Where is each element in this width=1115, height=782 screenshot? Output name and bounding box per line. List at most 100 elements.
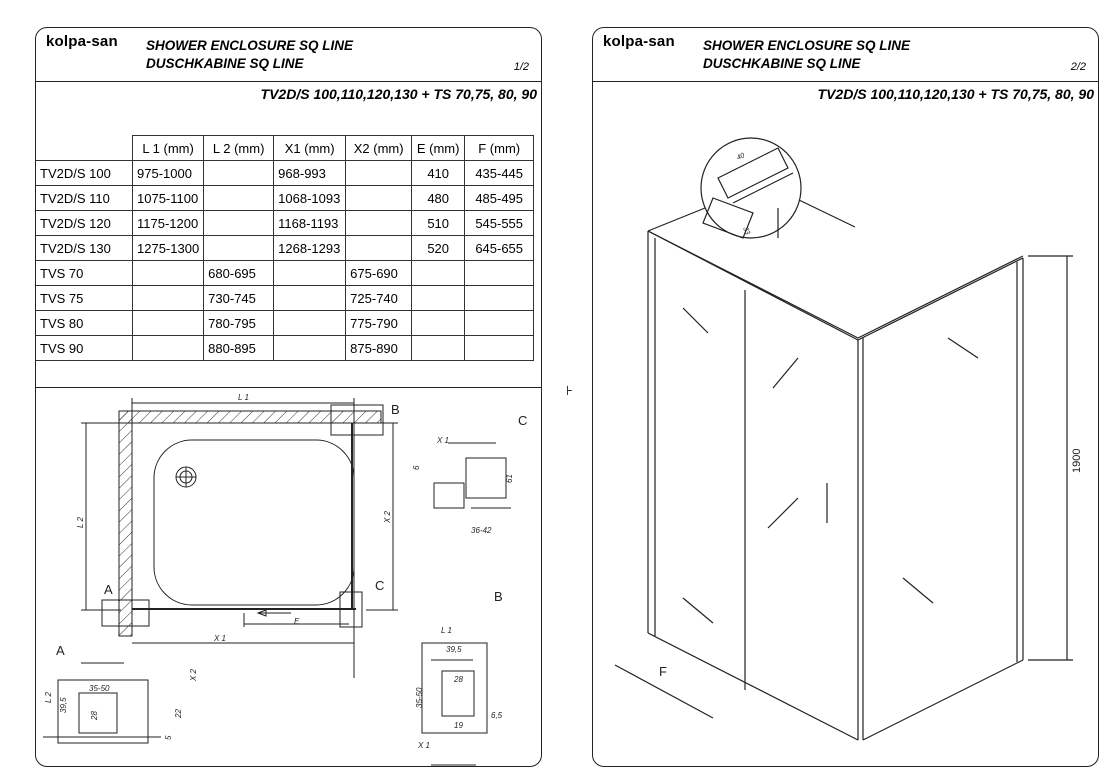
table-cell: 725-740	[345, 285, 413, 311]
table-cell	[131, 285, 205, 311]
table-cell	[464, 285, 535, 311]
table-cell	[273, 310, 347, 336]
table-cell	[411, 285, 466, 311]
c-x1: X 1	[436, 436, 449, 445]
label-a-detail: A	[56, 643, 65, 658]
a-22: 22	[174, 709, 183, 719]
model-name-cell: TVS 70	[36, 260, 133, 286]
table-header: X2 (mm)	[345, 135, 413, 161]
model-title: TV2D/S 100,110,120,130 + TS 70,75, 80, 9…	[260, 86, 537, 102]
table-cell	[464, 260, 535, 286]
b-28: 28	[453, 675, 463, 684]
header-divider	[593, 81, 1098, 82]
table-divider	[36, 387, 541, 388]
model-title: TV2D/S 100,110,120,130 + TS 70,75, 80, 9…	[817, 86, 1094, 102]
table-header-row: L 1 (mm) L 2 (mm) X1 (mm) X2 (mm) E (mm)…	[36, 135, 535, 161]
table-cell	[131, 335, 205, 361]
b-l1: L 1	[441, 626, 452, 635]
table-cell: 780-795	[203, 310, 275, 336]
table-header: F (mm)	[464, 135, 535, 161]
c-36-42: 36-42	[471, 526, 492, 535]
title-english: SHOWER ENCLOSURE SQ LINE	[703, 38, 911, 53]
title-german: DUSCHKABINE SQ LINE	[146, 56, 304, 71]
table-cell	[464, 310, 535, 336]
dim-40: 40	[736, 152, 746, 162]
label-a: A	[104, 582, 113, 597]
a-39-5: 39,5	[59, 697, 68, 713]
model-name-cell: TVS 75	[36, 285, 133, 311]
table-cell: 775-790	[345, 310, 413, 336]
table-row: TVS 90 880-895 875-890	[36, 335, 535, 361]
dim-x1: X 1	[213, 634, 226, 643]
model-name-cell: TVS 90	[36, 335, 133, 361]
table-cell: 545-555	[464, 210, 535, 236]
plan-view	[43, 398, 511, 766]
table-header: E (mm)	[411, 135, 466, 161]
dim-e: E	[294, 617, 300, 626]
table-cell: 510	[411, 210, 466, 236]
table-cell: 1175-1200	[131, 210, 205, 236]
title-german: DUSCHKABINE SQ LINE	[703, 56, 861, 71]
page-number: 1/2	[513, 61, 529, 73]
dim-l1: L 1	[238, 393, 249, 402]
table-row: TVS 70 680-695 675-690	[36, 260, 535, 286]
dim-f: F	[659, 664, 667, 679]
b-6-5: 6,5	[491, 711, 503, 720]
table-cell: 675-690	[345, 260, 413, 286]
table-cell	[345, 160, 413, 186]
label-c: C	[375, 578, 384, 593]
model-name-cell: TV2D/S 120	[36, 210, 133, 236]
table-cell	[273, 335, 347, 361]
sheet-page-2: kolpa-san SHOWER ENCLOSURE SQ LINE DUSCH…	[592, 27, 1099, 767]
table-header: L 1 (mm)	[131, 135, 205, 161]
b-35-50: 35-50	[415, 687, 424, 708]
table-header: X1 (mm)	[273, 135, 347, 161]
a-5: 5	[164, 735, 173, 740]
table-cell	[464, 335, 535, 361]
table-cell: 1275-1300	[131, 235, 205, 261]
table-cell	[203, 185, 275, 211]
model-name-cell: TV2D/S 110	[36, 185, 133, 211]
table-cell: 1075-1100	[131, 185, 205, 211]
label-b-detail: B	[494, 589, 503, 604]
b-19: 19	[454, 721, 463, 730]
table-cell: 1268-1293	[273, 235, 347, 261]
table-cell: 435-445	[464, 160, 535, 186]
table-header: L 2 (mm)	[203, 135, 275, 161]
header-divider	[36, 81, 541, 82]
isometric-view: 40 33 F 1900	[614, 137, 1083, 741]
table-cell	[131, 260, 205, 286]
a-l2: L 2	[44, 691, 53, 703]
table-cell: 975-1000	[131, 160, 205, 186]
table-cell: 875-890	[345, 335, 413, 361]
brand-logo: kolpa-san	[46, 33, 118, 50]
table-cell: 1168-1193	[273, 210, 347, 236]
a-35-50: 35-50	[89, 684, 110, 693]
b-x1: X 1	[417, 741, 430, 750]
dim-l2: L 2	[76, 516, 85, 528]
dim-33: 33	[741, 226, 751, 236]
label-c-detail: C	[518, 413, 527, 428]
table-header	[36, 135, 133, 161]
title-english: SHOWER ENCLOSURE SQ LINE	[146, 38, 354, 53]
c-6: 6	[412, 465, 421, 470]
table-cell: 410	[411, 160, 466, 186]
c-61: 61	[505, 474, 514, 483]
sheet-separator-mark: ⊦	[566, 383, 573, 398]
dim-x2: X 2	[383, 510, 392, 524]
table-cell	[411, 335, 466, 361]
model-name-cell: TV2D/S 100	[36, 160, 133, 186]
page-number: 2/2	[1070, 61, 1086, 73]
model-name-cell: TV2D/S 130	[36, 235, 133, 261]
table-cell: 645-655	[464, 235, 535, 261]
a-28: 28	[90, 711, 99, 721]
a-x2: X 2	[189, 668, 198, 682]
table-cell: 680-695	[203, 260, 275, 286]
brand-logo: kolpa-san	[603, 33, 675, 50]
sheet-page-1: kolpa-san SHOWER ENCLOSURE SQ LINE DUSCH…	[35, 27, 542, 767]
table-cell: 880-895	[203, 335, 275, 361]
